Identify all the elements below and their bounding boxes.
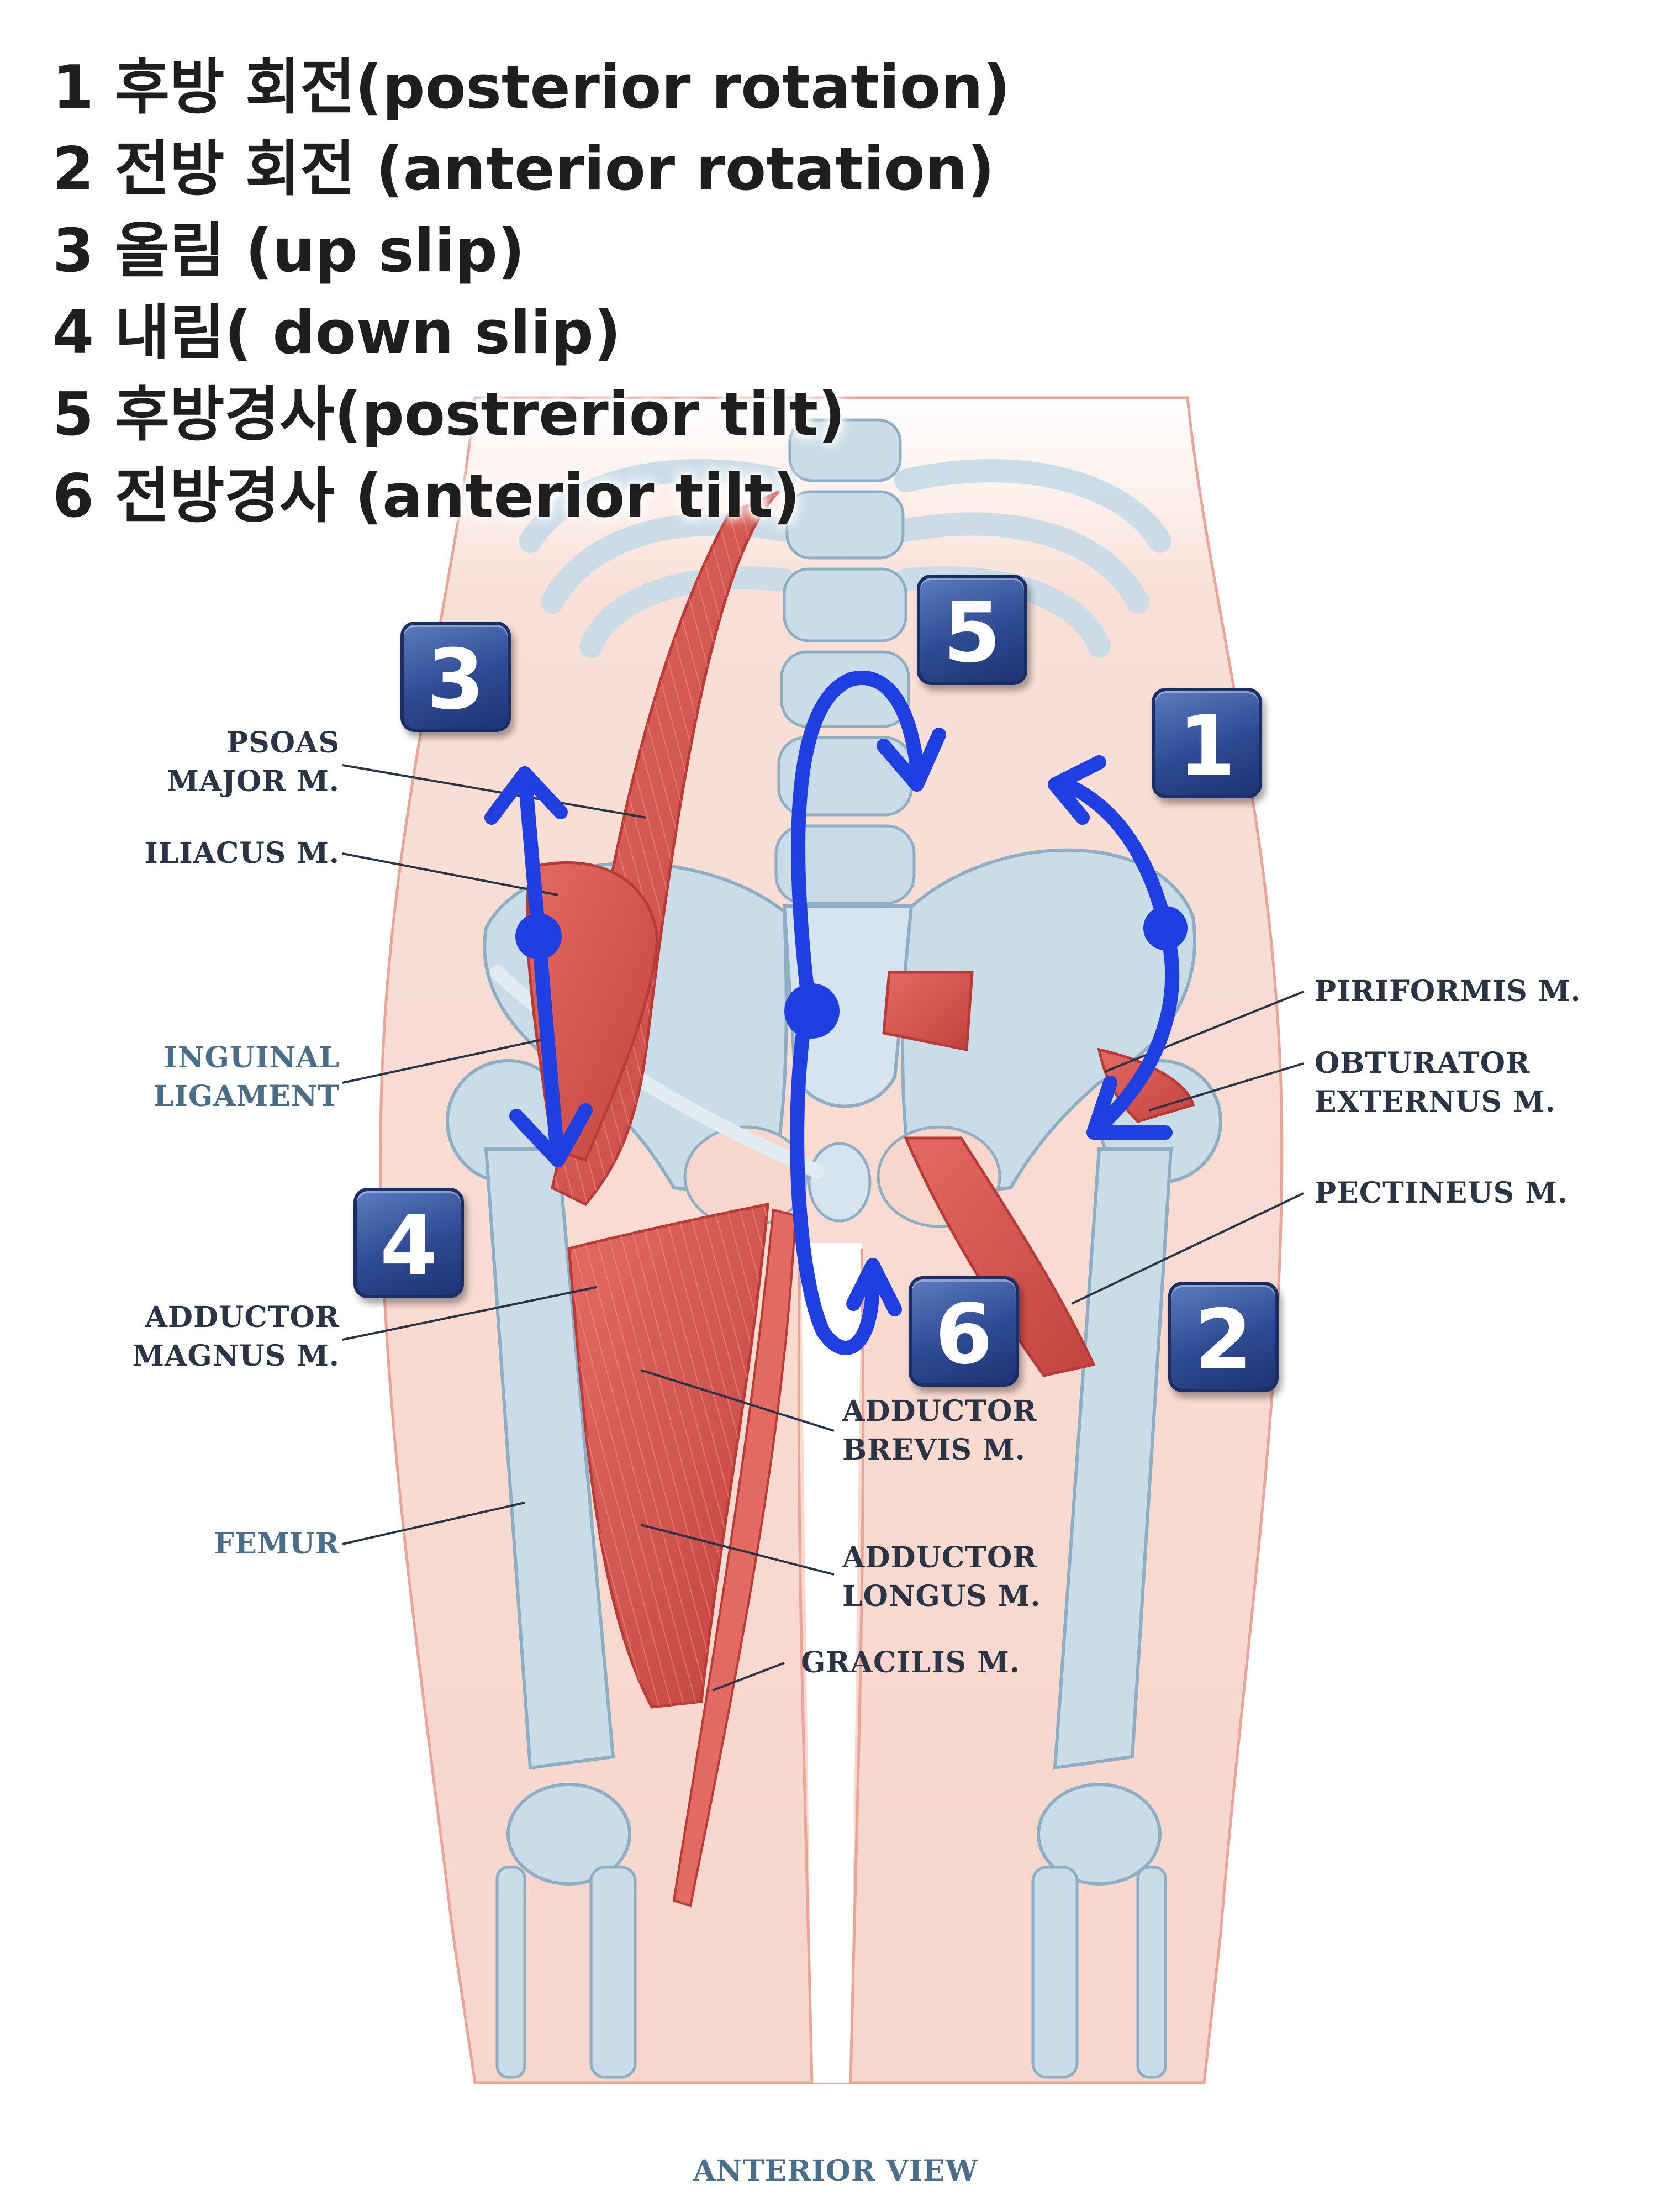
legend-item-5: 5 후방경사(postrerior tilt) [52, 380, 846, 449]
piriformis-muscle [882, 971, 974, 1052]
posterior-tilt-arrow [791, 670, 924, 991]
label-piriformis: PIRIFORMIS M. [1315, 975, 1581, 1008]
label-gracilis: GRACILIS M. [801, 1646, 1020, 1679]
down-slip-arrow [531, 926, 565, 1167]
badge-5: 5 [917, 575, 1027, 685]
gracilis-muscle [672, 1208, 797, 1908]
posterior-rotation-arrow [1059, 777, 1173, 933]
posterior-rotation-arrowhead [1048, 755, 1106, 825]
lumbar-spine [774, 418, 916, 905]
muscles [526, 490, 1195, 1908]
legend-item-6: 6 전방경사 (anterior tilt) [52, 462, 800, 531]
anterior-tilt-arrowhead [846, 1258, 902, 1316]
label-iliacus: ILIACUS M. [144, 836, 340, 870]
legend-item-1: 1 후방 회전(posterior rotation) [52, 53, 1011, 122]
movement-arrows [484, 670, 1180, 1355]
pectineus-muscle [904, 1136, 1096, 1377]
leader-lines [342, 764, 1304, 1692]
label-pectineus: PECTINEUS M. [1315, 1176, 1568, 1210]
label-femur: FEMUR [214, 1527, 340, 1561]
posterior-tilt-arrowhead [877, 728, 946, 792]
pivot-dots [515, 906, 1188, 1039]
anterior-rotation-arrow [1092, 921, 1180, 1134]
up-slip-arrow [518, 766, 546, 941]
anterior-tilt-arrow [790, 1004, 880, 1355]
badge-6: 6 [909, 1276, 1019, 1387]
movement-legend: 1 후방 회전(posterior rotation) 2 전방 회전 (ant… [52, 47, 1010, 538]
pivot-dot-left [515, 913, 562, 960]
anterior-rotation-arrowhead [1086, 1076, 1173, 1140]
badge-1: 1 [1152, 688, 1262, 798]
down-slip-arrowhead [509, 1103, 593, 1167]
up-slip-arrowhead [484, 766, 568, 825]
badge-3: 3 [400, 622, 511, 732]
legend-item-2: 2 전방 회전 (anterior rotation) [52, 135, 995, 204]
legend-item-3: 3 올림 (up slip) [52, 217, 525, 286]
footer-caption: ANTERIOR VIEW [693, 2154, 979, 2188]
legend-item-4: 4 내림( down slip) [52, 298, 621, 367]
pivot-dot-center [784, 983, 840, 1039]
badge-2: 2 [1168, 1282, 1279, 1392]
badge-4: 4 [353, 1188, 464, 1298]
pivot-dot-right [1143, 906, 1188, 950]
